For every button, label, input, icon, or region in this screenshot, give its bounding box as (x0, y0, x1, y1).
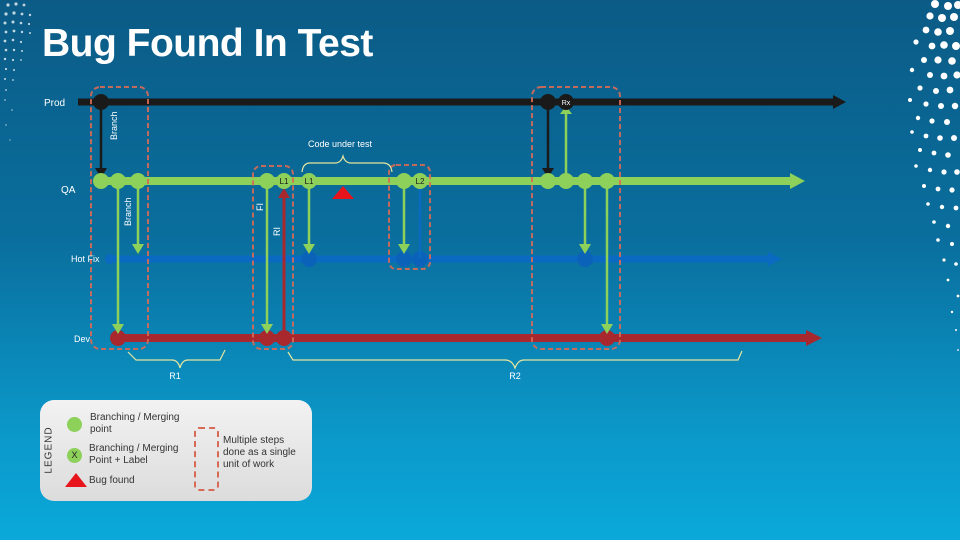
page-title: Bug Found In Test (42, 22, 373, 65)
arrowheads-green (112, 106, 613, 334)
decorative-dots-right (908, 0, 960, 351)
green-circle-icon (67, 417, 82, 432)
ri-label: RI (272, 227, 282, 236)
point-label-l2: L2 (416, 177, 425, 186)
dev-lane (110, 330, 822, 346)
point-label-l1-a: L1 (280, 177, 289, 186)
merge-arrows (116, 112, 609, 326)
lane-label-hotfix: Hot Fix (71, 254, 100, 264)
prod-lane (78, 94, 846, 110)
prod-branch-arrows (95, 102, 554, 178)
branch-label-prod-qa: Branch (109, 111, 119, 140)
point-label-l1-b: L1 (305, 177, 314, 186)
qa-lane (93, 173, 805, 189)
bug-found-icon (332, 186, 354, 199)
braces (127, 153, 743, 370)
release-r2-label: R2 (509, 371, 521, 381)
decorative-dots-left (3, 2, 32, 141)
legend-panel: LEGEND Branching / Merging point X Branc… (40, 400, 312, 501)
lane-label-dev: Dev (74, 334, 91, 344)
legend-item-labeled-point: Branching / Merging Point + Label (89, 443, 179, 466)
red-triangle-icon (65, 473, 87, 487)
branch-label-qa-hotfix: Branch (123, 197, 133, 226)
lane-label-prod: Prod (44, 98, 65, 109)
fi-label: FI (255, 203, 265, 211)
ri-arrow (278, 188, 290, 338)
release-r1-label: R1 (169, 371, 181, 381)
labeled-circle-icon: X (67, 448, 82, 463)
unit-of-work-boxes (90, 86, 621, 350)
legend-title: LEGEND (43, 426, 55, 474)
legend-item-unit-of-work: Multiple steps done as a single unit of … (223, 435, 296, 470)
hotfix-lane (105, 251, 782, 267)
code-under-test-label: Code under test (308, 139, 373, 149)
point-label-rx: Rx (562, 100, 571, 107)
legend-item-branch-point: Branching / Merging point (90, 412, 180, 435)
legend-item-bug-found: Bug found (89, 475, 135, 486)
dashed-box-icon (194, 427, 219, 491)
lane-label-qa: QA (61, 185, 76, 196)
